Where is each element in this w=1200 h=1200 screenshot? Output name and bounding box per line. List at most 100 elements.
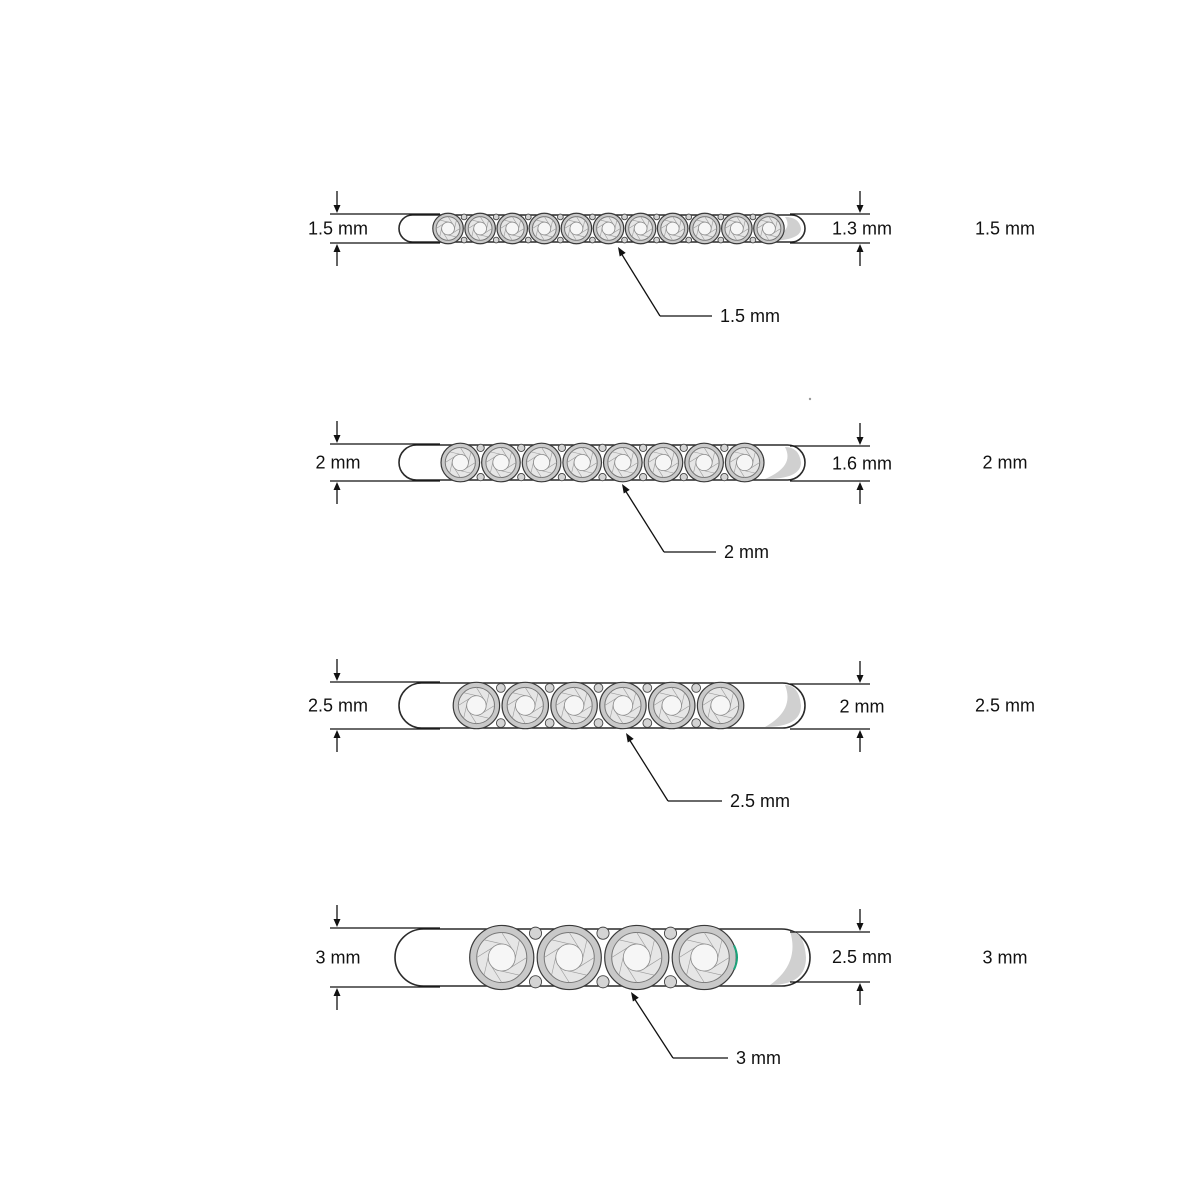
stone-table — [697, 221, 712, 236]
prong — [476, 473, 485, 482]
prong — [642, 718, 653, 728]
stone — [696, 681, 745, 730]
stone — [550, 681, 598, 730]
prong — [720, 443, 729, 452]
stone — [452, 681, 501, 730]
stone — [481, 442, 521, 483]
stone-table — [695, 453, 713, 472]
stone — [647, 681, 696, 730]
left-height-label: 2.5 mm — [308, 696, 368, 716]
stone-leader — [633, 997, 674, 1059]
stone-table — [515, 695, 536, 716]
left-arrow-top-arrowhead — [333, 673, 341, 681]
prong — [691, 683, 702, 693]
stone-table — [762, 221, 776, 236]
right-arrow-bottom-arrowhead — [856, 244, 864, 252]
prong — [691, 718, 702, 728]
band-width-label: 1.5 mm — [975, 219, 1035, 239]
band-shading — [765, 685, 801, 727]
stone-table — [487, 943, 516, 972]
right-arrow-top-arrowhead — [856, 437, 864, 445]
prong — [596, 975, 610, 989]
prong — [557, 443, 566, 452]
right-arrow-bottom-arrowhead — [856, 983, 864, 991]
stray-dot — [808, 397, 812, 401]
stone — [753, 212, 785, 245]
band-width-label: 2 mm — [983, 453, 1028, 473]
prong — [517, 443, 526, 452]
stone-table — [505, 221, 520, 236]
stone-table — [710, 695, 731, 716]
stone — [604, 924, 670, 991]
prong — [593, 683, 604, 693]
prong — [589, 236, 596, 244]
stone — [599, 681, 647, 730]
left-arrow-top-arrowhead — [333, 205, 341, 213]
prong — [524, 236, 532, 244]
prong — [492, 213, 500, 221]
prong — [639, 443, 648, 452]
prong — [598, 443, 607, 452]
left-arrow-top-arrowhead — [333, 435, 341, 443]
stone — [562, 442, 603, 483]
stone-table — [537, 221, 552, 236]
prong — [749, 213, 757, 221]
prong — [717, 213, 725, 221]
stone — [602, 442, 643, 483]
stone-leader-arrowhead — [626, 733, 634, 743]
stone-table — [451, 453, 469, 472]
right-height-label: 1.6 mm — [832, 454, 892, 474]
prong — [717, 236, 725, 244]
prong — [720, 473, 729, 482]
stone-size-label: 2 mm — [724, 542, 769, 562]
stone — [464, 212, 496, 245]
stone-leader-arrowhead — [622, 484, 630, 494]
right-arrow-top-arrowhead — [856, 205, 864, 213]
band-width-label: 3 mm — [983, 948, 1028, 968]
stone-table — [690, 943, 719, 972]
prong — [528, 975, 543, 989]
stone-table — [466, 695, 487, 716]
prong — [621, 236, 628, 244]
stone — [521, 442, 562, 483]
prong — [524, 213, 532, 221]
stone-table — [569, 221, 584, 236]
left-arrow-bottom-arrowhead — [333, 730, 341, 738]
prong — [557, 236, 564, 244]
stone — [528, 212, 561, 245]
prong — [663, 926, 678, 940]
stone-leader-arrowhead — [631, 992, 639, 1002]
stone-table — [563, 695, 585, 716]
band-shading — [770, 931, 806, 985]
accent-edge — [733, 945, 738, 970]
stone-leader — [620, 252, 661, 317]
stone — [724, 442, 765, 483]
stone — [469, 924, 535, 991]
stone-table — [555, 943, 584, 972]
prong — [492, 236, 500, 244]
stone-table — [633, 221, 648, 236]
prong — [679, 443, 688, 452]
left-arrow-bottom-arrowhead — [333, 988, 341, 996]
prong — [476, 443, 485, 452]
band-shading — [765, 447, 801, 479]
prong — [639, 473, 648, 482]
stone — [501, 681, 550, 730]
stone-size-label: 3 mm — [736, 1048, 781, 1068]
stone — [624, 212, 657, 245]
stone-leader — [624, 489, 665, 553]
prong — [593, 718, 604, 728]
stone — [643, 442, 684, 483]
prong — [679, 473, 688, 482]
stone — [671, 924, 737, 991]
stone — [592, 212, 625, 245]
stone-table — [736, 453, 754, 472]
prong — [653, 213, 660, 221]
stone-table — [614, 453, 632, 472]
right-arrow-top-arrowhead — [856, 923, 864, 931]
stone — [432, 212, 464, 245]
